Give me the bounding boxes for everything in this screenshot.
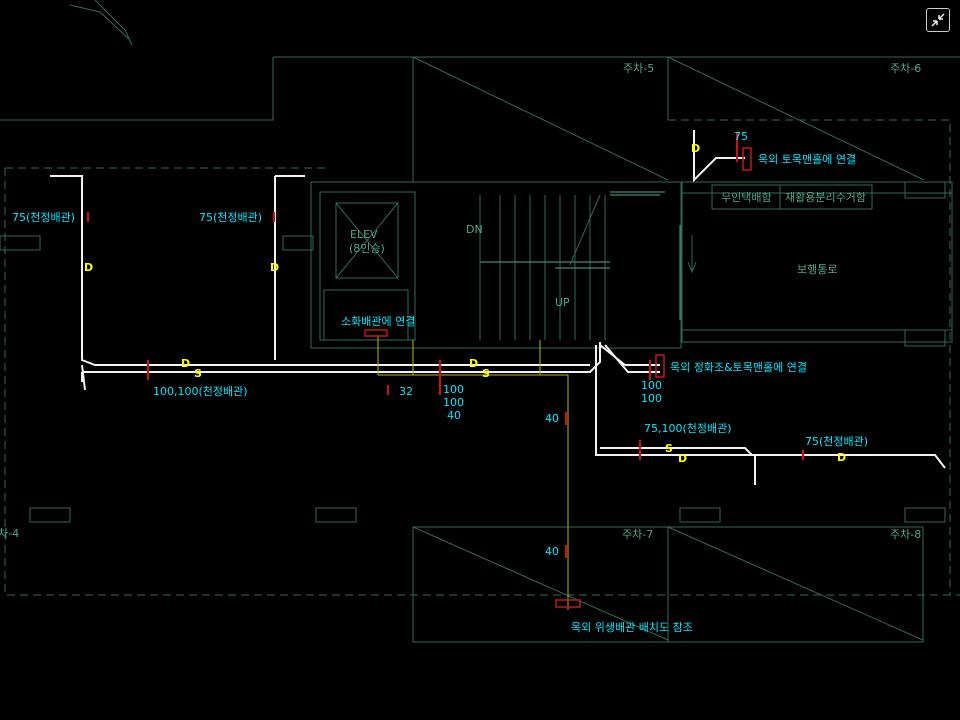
sewage-marker: S bbox=[482, 367, 490, 380]
architecture bbox=[0, 0, 960, 643]
drain-marker: D bbox=[678, 452, 687, 465]
pipe-size-label: 75 bbox=[734, 130, 748, 143]
pipe-size-label: 100,100(천정배관) bbox=[153, 384, 248, 398]
parcel-box-label: 무인택배함 bbox=[721, 191, 772, 204]
pipe-size-label: 75(천정배관) bbox=[12, 210, 75, 224]
drain-marker: D bbox=[837, 451, 846, 464]
pipe-size-label: 32 bbox=[399, 385, 413, 398]
drain-marker: D bbox=[181, 357, 190, 370]
walkway-label: 보행통로 bbox=[797, 263, 837, 276]
sanitary-note: 옥외 위생배관 배치도 참조 bbox=[571, 621, 693, 634]
drain-marker: D bbox=[84, 261, 93, 274]
elevator-capacity: (8인승) bbox=[349, 242, 385, 255]
parking-8-label: 주차-8 bbox=[890, 528, 921, 541]
pipe-size-label: 40 bbox=[545, 545, 559, 558]
pipe-size-label: 100 bbox=[443, 396, 464, 409]
collapse-arrows-icon bbox=[931, 13, 945, 27]
pipe-size-label: 75(천정배관) bbox=[199, 210, 262, 224]
sewage-marker: S bbox=[665, 442, 673, 455]
drain-marker: D bbox=[270, 261, 279, 274]
pipe-size-label: 100 bbox=[641, 392, 662, 405]
septic-note: 옥외 정화조&토목맨홀에 연결 bbox=[670, 361, 807, 374]
stair-up-label: UP bbox=[555, 296, 570, 309]
drain-marker: D bbox=[691, 142, 700, 155]
collapse-button[interactable] bbox=[926, 8, 950, 32]
pipe-size-label: 100 bbox=[641, 379, 662, 392]
sewage-marker: S bbox=[194, 367, 202, 380]
fire-pipe-note: 소화배관에 연결 bbox=[341, 315, 415, 328]
stair-down-label: DN bbox=[466, 223, 483, 236]
parking-7-label: 주차-7 bbox=[622, 528, 653, 541]
manhole-note: 옥외 토목맨홀에 연결 bbox=[758, 153, 856, 166]
pipe-size-label: 100 bbox=[443, 383, 464, 396]
pipes bbox=[50, 130, 946, 610]
parking-5-label: 주차-5 bbox=[623, 62, 654, 75]
elevator-label: ELEV bbox=[350, 228, 378, 241]
recycle-area-label: 재활용분리수거함 bbox=[785, 190, 866, 204]
pipe-size-label: 40 bbox=[447, 409, 461, 422]
pipe-size-label: 75(천정배관) bbox=[805, 434, 868, 448]
pipe-size-label: 40 bbox=[545, 412, 559, 425]
drain-marker: D bbox=[469, 357, 478, 370]
parking-4-label: 주차-4 bbox=[0, 527, 19, 540]
pipe-size-label: 75,100(천정배관) bbox=[644, 421, 732, 435]
parking-6-label: 주차-6 bbox=[890, 62, 921, 75]
